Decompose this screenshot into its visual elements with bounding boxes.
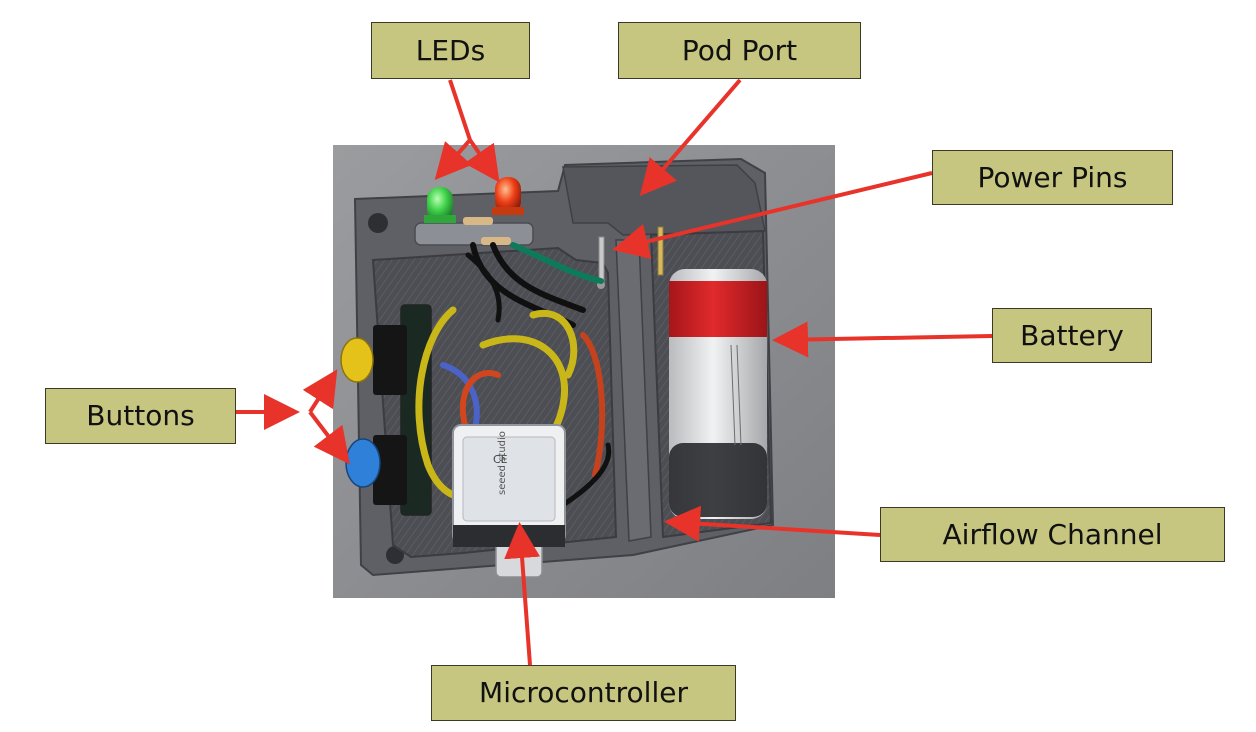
- callout-battery-text: Battery: [1020, 318, 1124, 352]
- board-brand: seeed studio: [497, 431, 508, 495]
- callout-buttons: Buttons: [45, 388, 236, 444]
- callout-power-pins: Power Pins: [932, 150, 1173, 205]
- callout-battery: Battery: [992, 308, 1152, 363]
- callout-leds: LEDs: [371, 22, 530, 79]
- callout-power-pins-text: Power Pins: [977, 160, 1128, 194]
- callout-leds-text: LEDs: [415, 33, 486, 67]
- arrow-buttons-yellow: [302, 369, 338, 414]
- callout-pod-port: Pod Port: [618, 22, 861, 79]
- button-housing: [373, 325, 407, 395]
- callout-airflow-channel: Airflow Channel: [880, 507, 1225, 562]
- mounting-hole: [368, 213, 388, 233]
- wiring: [415, 242, 612, 508]
- red-led: [492, 177, 524, 215]
- green-led: [424, 187, 456, 223]
- callout-microcontroller: Microcontroller: [431, 665, 736, 721]
- callout-airflow-channel-text: Airflow Channel: [942, 517, 1163, 551]
- resistor: [481, 237, 511, 245]
- board-mark: CE: [493, 453, 508, 466]
- yellow-button: [340, 337, 374, 383]
- blue-button: [345, 438, 381, 488]
- led-holder: [414, 222, 534, 246]
- resistor: [463, 217, 493, 225]
- battery: [669, 269, 767, 519]
- arrow-leds-stem: [448, 79, 472, 141]
- button-housing: [373, 435, 407, 505]
- callout-pod-port-text: Pod Port: [681, 33, 798, 67]
- callout-buttons-text: Buttons: [86, 399, 195, 432]
- device-photo: CE seeed studio: [333, 145, 835, 598]
- callout-microcontroller-text: Microcontroller: [479, 676, 688, 709]
